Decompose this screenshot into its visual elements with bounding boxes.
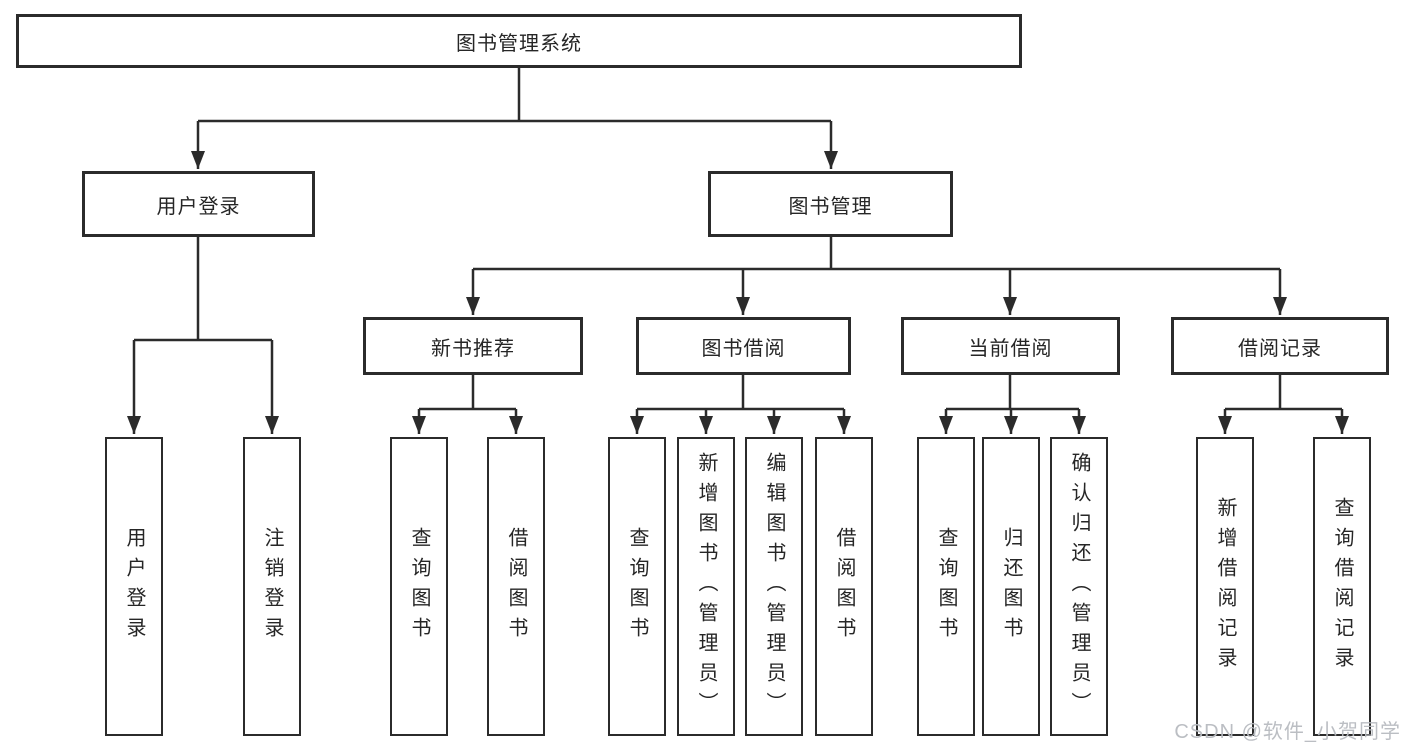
node-label-system-root: 图书管理系统: [456, 32, 582, 55]
leaf-box-current-return-books: 归还图书: [982, 437, 1040, 736]
csdn-watermark: CSDN @软件_小贺同学: [1174, 721, 1401, 743]
node-label-book-management: 图书管理: [788, 195, 873, 218]
edges-book-management-to-level3: [466, 235, 1287, 315]
leaf-label-records-add-record: 新增借阅记录: [1214, 496, 1236, 677]
leaf-box-current-confirm-return-admin: 确认归还（管理员）: [1050, 437, 1108, 736]
leaf-label-borrowing-borrow-books: 借阅图书: [833, 526, 855, 647]
leaf-box-borrowing-query-books: 查询图书: [608, 437, 666, 736]
edges-root-to-level2: [191, 66, 838, 169]
edges-book-borrowing-to-leaves: [630, 375, 851, 434]
leaf-box-borrowing-borrow-books: 借阅图书: [815, 437, 873, 736]
node-box-book-management: 图书管理: [708, 171, 953, 237]
node-box-borrowing-records: 借阅记录: [1171, 317, 1389, 375]
leaf-box-records-add-record: 新增借阅记录: [1196, 437, 1254, 736]
leaf-label-current-query-books: 查询图书: [935, 526, 957, 647]
node-box-current-borrowing: 当前借阅: [901, 317, 1120, 375]
node-box-user-login: 用户登录: [82, 171, 315, 237]
edges-user-login-to-leaves: [127, 235, 279, 434]
node-label-new-book-recommend: 新书推荐: [431, 337, 515, 360]
leaf-label-borrowing-edit-books-admin: 编辑图书（管理员）: [763, 451, 785, 722]
leaf-label-borrowing-add-books-admin: 新增图书（管理员）: [695, 451, 717, 722]
node-label-book-borrowing: 图书借阅: [701, 337, 786, 360]
leaf-box-borrowing-edit-books-admin: 编辑图书（管理员）: [745, 437, 803, 736]
leaf-box-current-query-books: 查询图书: [917, 437, 975, 736]
leaf-box-borrowing-add-books-admin: 新增图书（管理员）: [677, 437, 735, 736]
edges-new-book-recommend-to-leaves: [412, 375, 523, 434]
leaf-label-current-return-books: 归还图书: [1000, 526, 1022, 647]
leaf-label-records-query-record: 查询借阅记录: [1331, 496, 1353, 677]
leaf-label-newbook-query-books: 查询图书: [408, 526, 430, 647]
node-label-current-borrowing: 当前借阅: [968, 337, 1053, 360]
leaf-box-records-query-record: 查询借阅记录: [1313, 437, 1371, 736]
edges-current-borrowing-to-leaves: [939, 375, 1086, 434]
leaf-label-user-login-login: 用户登录: [123, 526, 145, 647]
node-box-new-book-recommend: 新书推荐: [363, 317, 583, 375]
leaf-label-borrowing-query-books: 查询图书: [626, 526, 648, 647]
edges-borrowing-records-to-leaves: [1218, 375, 1349, 434]
node-label-user-login: 用户登录: [156, 195, 241, 218]
node-box-system-root: 图书管理系统: [16, 14, 1022, 68]
leaf-label-newbook-borrow-books: 借阅图书: [505, 526, 527, 647]
leaf-box-newbook-borrow-books: 借阅图书: [487, 437, 545, 736]
leaf-label-user-login-logout: 注销登录: [261, 526, 283, 647]
node-label-borrowing-records: 借阅记录: [1238, 337, 1322, 360]
leaf-box-user-login-logout: 注销登录: [243, 437, 301, 736]
leaf-label-current-confirm-return-admin: 确认归还（管理员）: [1068, 451, 1090, 722]
leaf-box-user-login-login: 用户登录: [105, 437, 163, 736]
leaf-box-newbook-query-books: 查询图书: [390, 437, 448, 736]
node-box-book-borrowing: 图书借阅: [636, 317, 851, 375]
